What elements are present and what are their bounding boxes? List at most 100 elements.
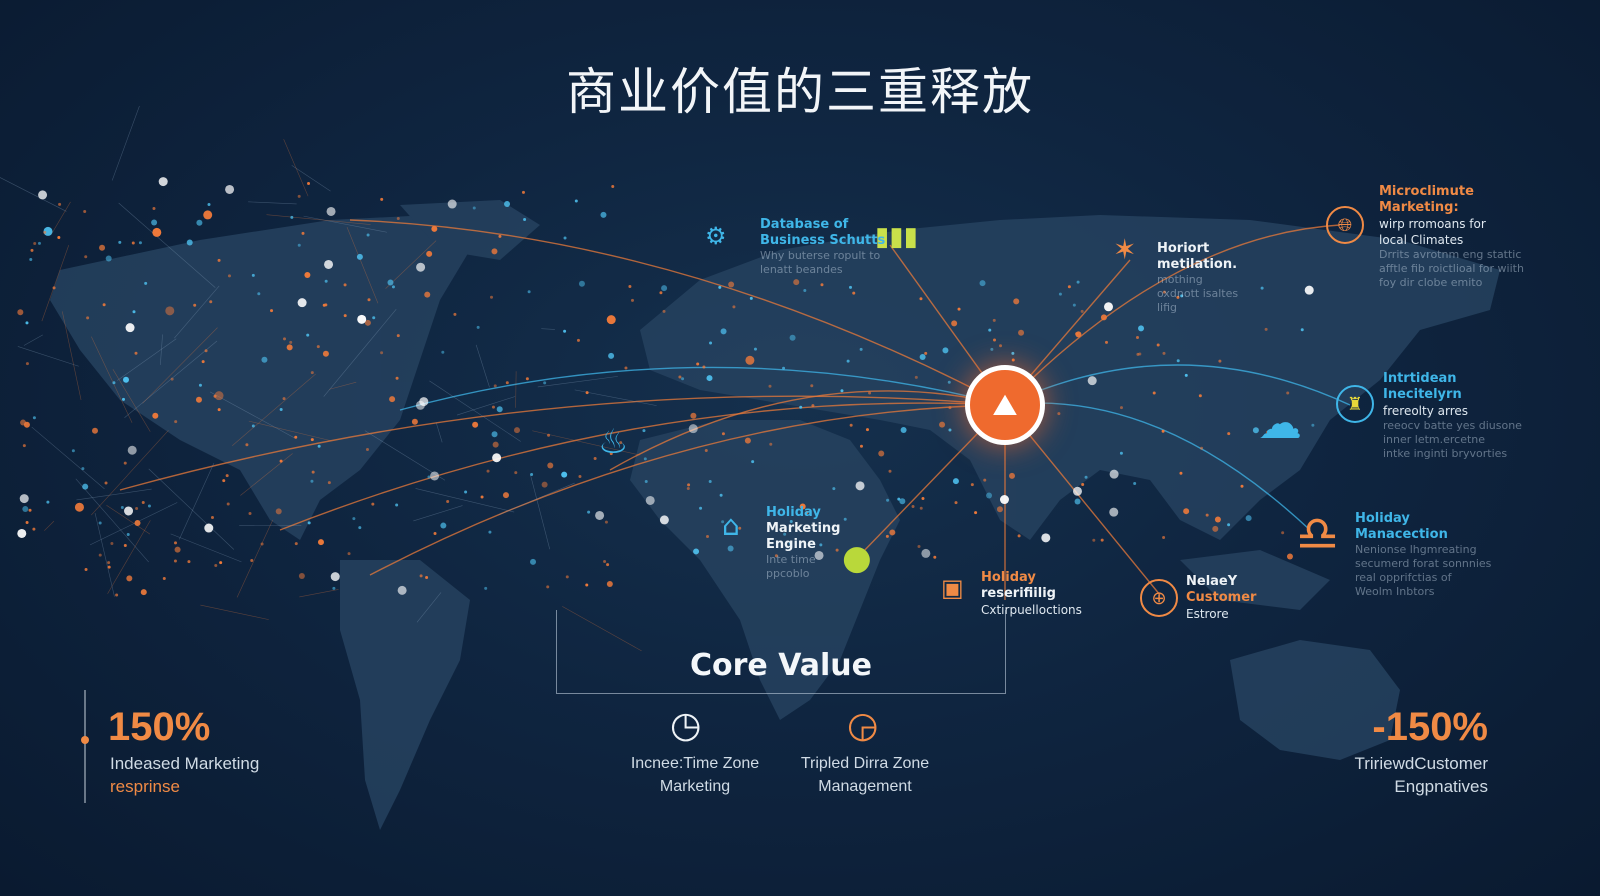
stat-label: TririewdCustomer — [1354, 754, 1488, 773]
africa — [630, 420, 900, 720]
city-dot — [595, 510, 605, 520]
city-dot — [186, 239, 193, 246]
city-dot — [170, 377, 174, 381]
city-dot — [147, 504, 151, 508]
city-dot — [718, 285, 722, 289]
city-dot — [693, 548, 700, 555]
city-dot — [546, 585, 550, 589]
callout-subtitle: Cxtirpuelloctions — [981, 603, 1082, 617]
city-dot — [606, 580, 613, 587]
stat-value-right: -150% — [1372, 705, 1488, 749]
benefit-management: Tripled Dirra Zone Management — [785, 752, 945, 798]
network-link — [50, 201, 71, 235]
callout-title: Holiday — [981, 570, 1036, 585]
city-dot — [43, 230, 47, 234]
city-dot — [152, 227, 162, 237]
network-link — [0, 177, 67, 212]
city-dot — [900, 426, 907, 433]
city-dot — [110, 542, 114, 546]
city-dot — [917, 545, 921, 549]
city-dot — [1162, 351, 1166, 355]
city-dot — [719, 493, 723, 497]
city-dot — [125, 323, 135, 333]
city-dot — [1136, 352, 1140, 356]
hub-node[interactable]: ⛰ — [965, 365, 1045, 445]
city-dot — [706, 375, 713, 382]
stat-label: resprinse — [110, 777, 180, 796]
city-dot — [484, 586, 488, 590]
city-dot — [433, 531, 437, 535]
city-dots — [17, 177, 1315, 597]
city-dot — [523, 217, 527, 221]
city-dot — [738, 526, 742, 530]
city-dot — [491, 431, 498, 438]
city-dot — [447, 199, 457, 209]
benefit-label: Tripled Dirra Zone — [800, 755, 930, 772]
city-dot — [504, 201, 511, 208]
people-icon: ♎ — [1296, 506, 1340, 562]
city-dot — [251, 273, 255, 277]
city-dot — [706, 534, 710, 538]
network-link — [200, 604, 269, 620]
network-link — [106, 505, 151, 535]
city-dot — [609, 452, 613, 456]
callout-holiday-engine: Holiday Marketing Engine Inte time ppcob… — [766, 505, 840, 581]
city-dot — [330, 572, 340, 582]
city-dot — [425, 576, 429, 580]
city-dot — [849, 285, 853, 289]
city-dot — [1072, 486, 1082, 496]
city-dot — [152, 412, 159, 419]
callout-desc: Inte time — [766, 553, 816, 566]
connection-arc — [399, 366, 1006, 411]
city-dot — [99, 244, 106, 251]
city-dot — [187, 560, 191, 564]
city-dot — [453, 312, 457, 316]
city-dot — [301, 231, 305, 235]
city-dot — [430, 471, 440, 481]
city-dot — [789, 334, 796, 341]
city-dot — [82, 483, 89, 490]
city-dot — [645, 495, 655, 505]
connection-arc — [349, 219, 1006, 406]
city-dot — [1311, 423, 1315, 427]
callout-title: Manacection — [1355, 527, 1448, 542]
connection-arc — [119, 395, 1006, 491]
city-dot — [294, 435, 298, 439]
city-dot — [1227, 432, 1231, 436]
network-link — [41, 244, 70, 322]
city-dot — [630, 298, 634, 302]
city-dot — [919, 354, 926, 361]
city-dot — [347, 552, 351, 556]
stat-label: Indeased Marketing — [110, 754, 260, 773]
city-dot — [720, 328, 727, 335]
city-dot — [84, 255, 88, 259]
connection-arc — [1004, 364, 1351, 406]
city-dot — [952, 478, 959, 485]
city-dot — [367, 298, 371, 302]
city-dot — [124, 506, 134, 516]
city-dot — [933, 555, 937, 559]
city-dot — [659, 291, 663, 295]
team-network-icon: ⛰ — [992, 387, 1018, 423]
city-dot — [563, 236, 567, 240]
network-link — [283, 139, 309, 197]
city-dot — [868, 391, 872, 395]
city-dot — [702, 365, 706, 369]
city-dot — [585, 391, 589, 395]
connection-arc — [1004, 224, 1341, 406]
city-dot — [948, 406, 952, 410]
city-dot — [565, 575, 569, 579]
city-dot — [297, 243, 301, 247]
callout-title: NelaeY — [1186, 574, 1238, 589]
city-dot — [28, 508, 32, 512]
network-link — [498, 482, 575, 516]
city-dot — [1058, 292, 1062, 296]
city-dot — [310, 438, 314, 442]
city-dot — [502, 492, 509, 499]
city-dot — [496, 406, 503, 413]
city-dot — [201, 360, 205, 364]
city-dot — [81, 467, 85, 471]
callout-intelligent: Intrtidean Inecitelyrn frereolty arres r… — [1383, 371, 1522, 461]
city-dot — [210, 516, 214, 520]
city-dot — [317, 444, 321, 448]
